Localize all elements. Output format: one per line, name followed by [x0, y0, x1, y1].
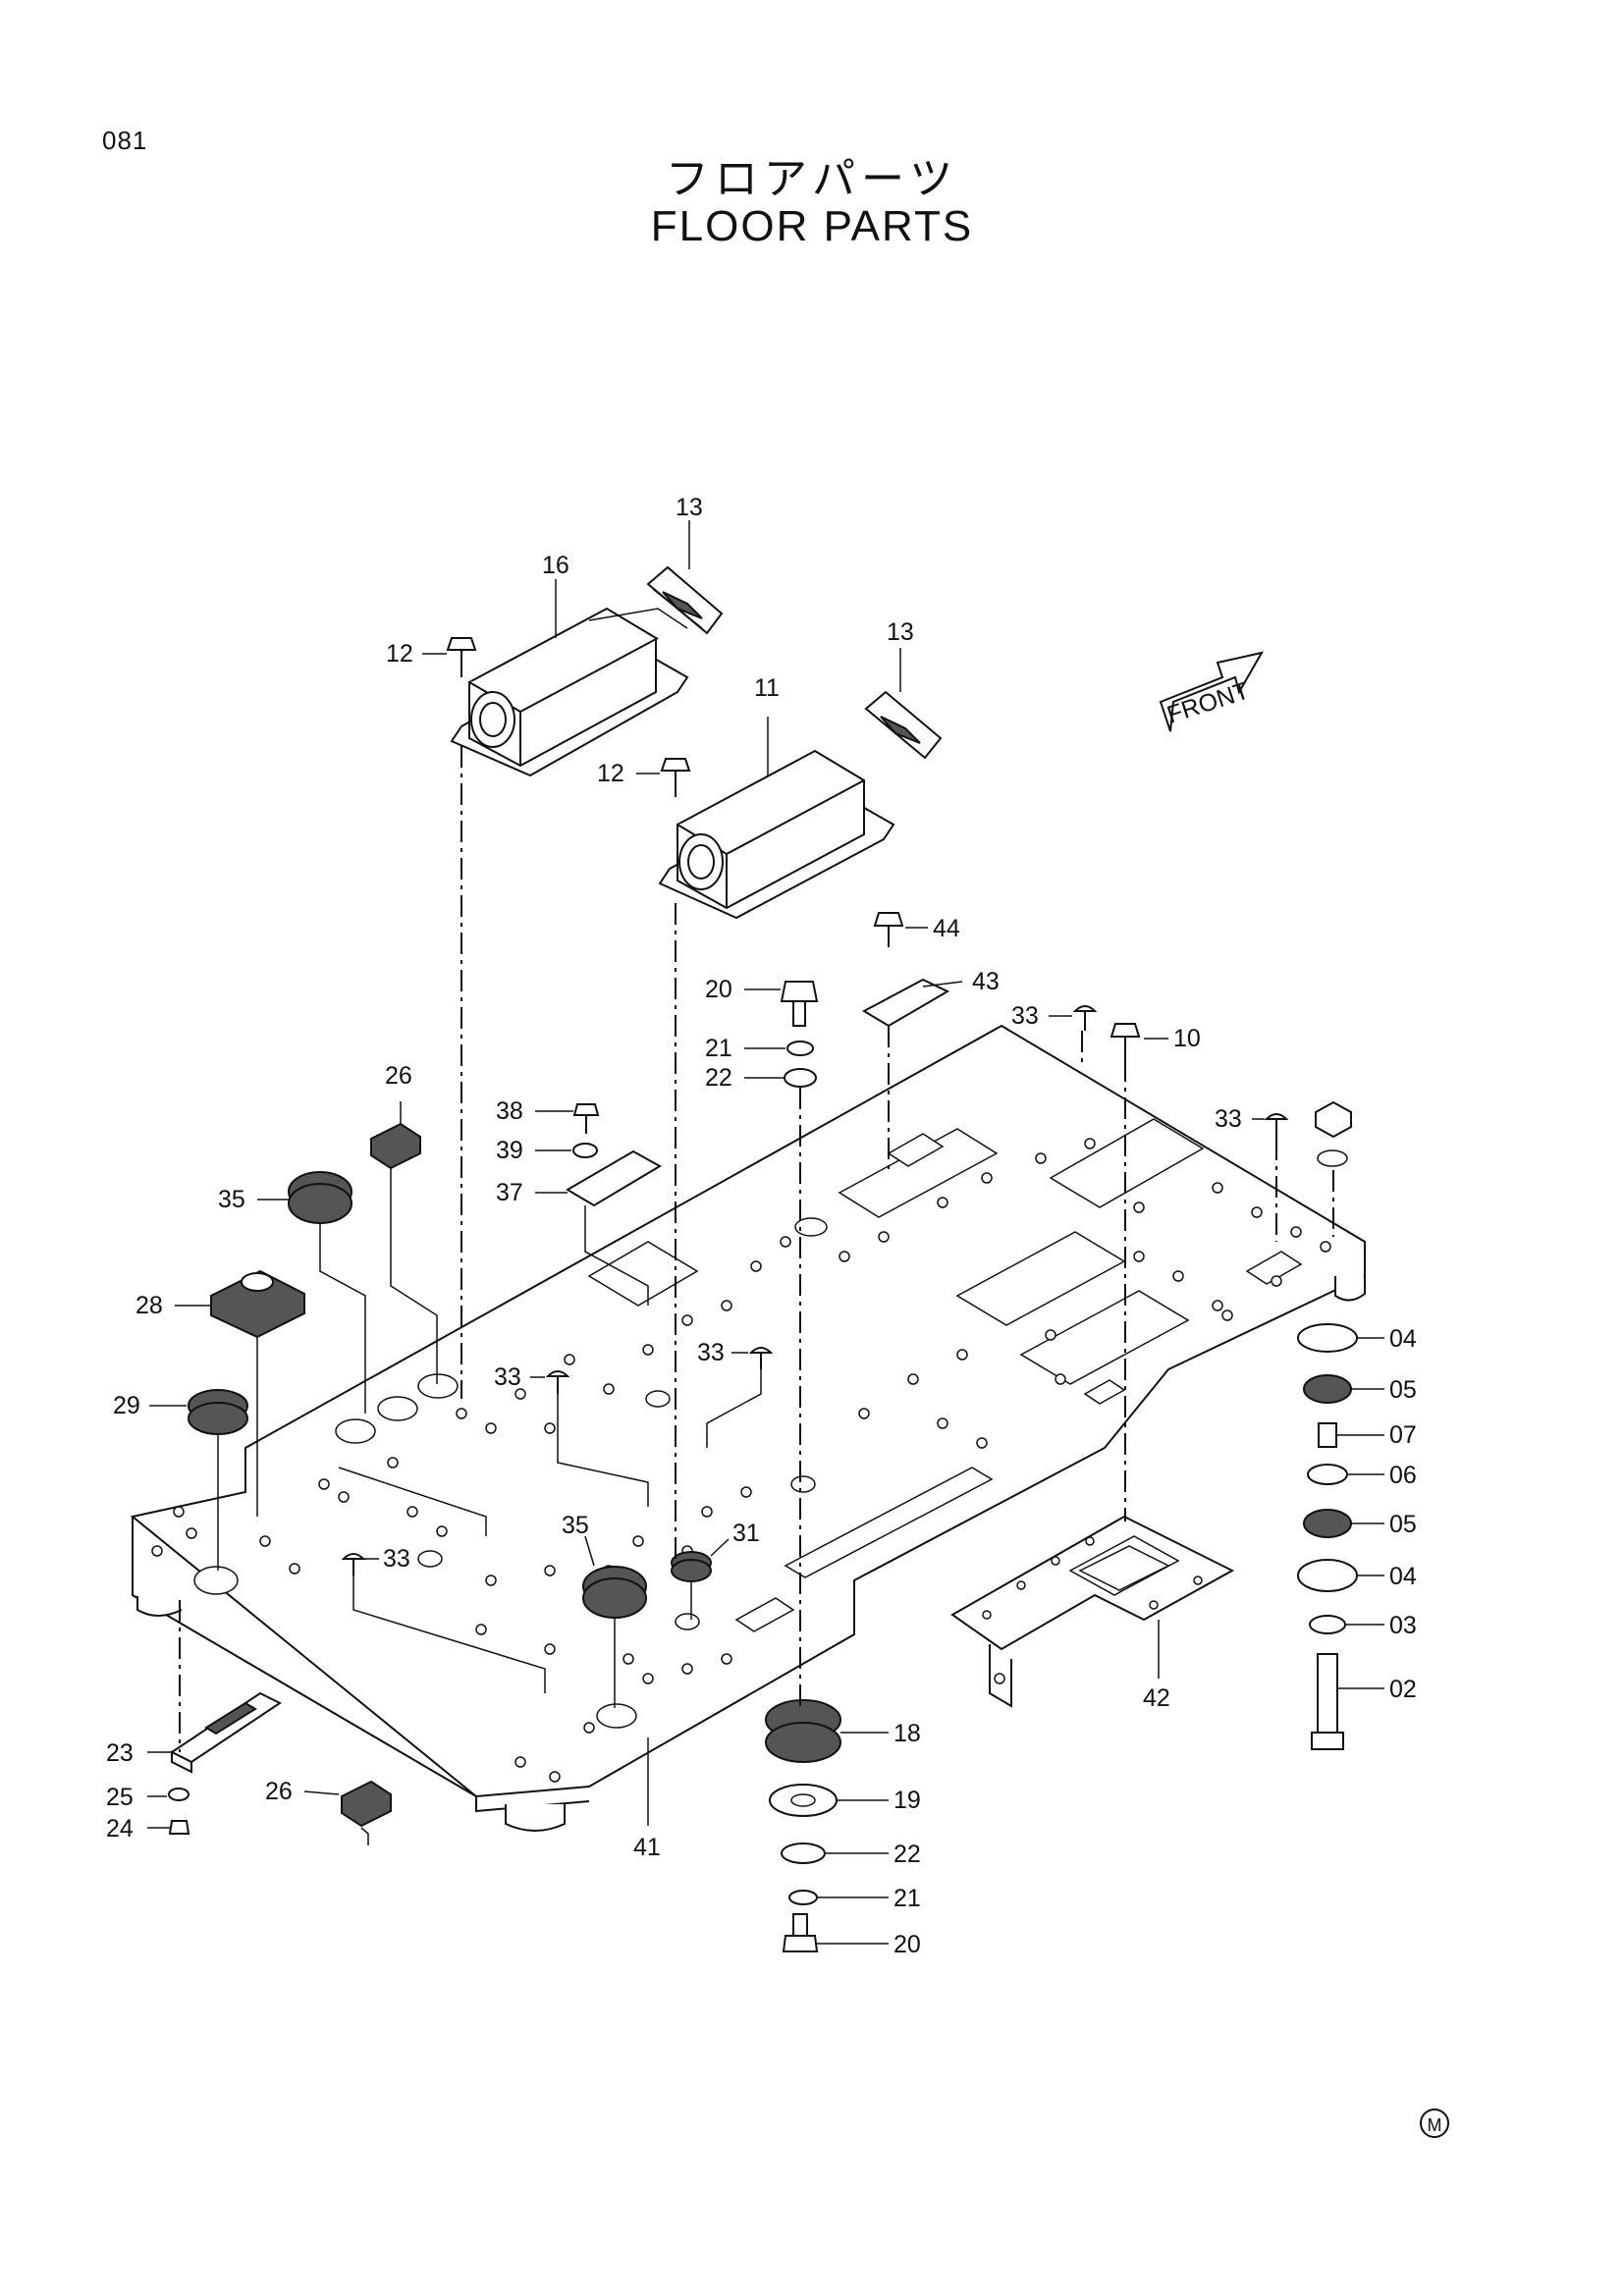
callout: 10 [1173, 1025, 1201, 1052]
callout: 26 [265, 1778, 293, 1805]
floor-plate [130, 1024, 1366, 1832]
callout: 35 [218, 1186, 245, 1213]
front-arrow: FRONT [1159, 651, 1264, 732]
assembly-lines [179, 746, 1334, 1845]
hardware [168, 637, 1358, 1952]
callout: 24 [106, 1815, 134, 1842]
callout: 26 [385, 1062, 412, 1090]
callout: 18 [893, 1720, 921, 1747]
callout: 13 [676, 494, 703, 521]
callout: 13 [887, 618, 914, 646]
callout: 03 [1389, 1612, 1417, 1639]
callouts: 13 16 12 13 11 12 44 43 20 21 22 33 10 3… [106, 494, 1417, 1958]
callout: 39 [496, 1137, 523, 1164]
title-japanese: フロアパーツ [665, 154, 959, 204]
callout: 21 [705, 1035, 732, 1062]
callout: 35 [562, 1512, 589, 1539]
callout: 38 [496, 1097, 523, 1125]
callout: 05 [1389, 1511, 1417, 1538]
bracket-23 [170, 1691, 282, 1774]
callout: 33 [494, 1363, 521, 1391]
callout: 11 [754, 674, 780, 702]
box-16 [450, 607, 689, 777]
cover-13-left [646, 565, 724, 635]
callout: 23 [106, 1739, 134, 1767]
callout: 31 [732, 1520, 760, 1547]
callout: 12 [597, 760, 624, 787]
title-english: FLOOR PARTS [650, 202, 974, 250]
callout: 25 [106, 1784, 134, 1811]
box-11 [658, 749, 895, 920]
callout: 22 [705, 1064, 732, 1092]
cover-13-right [864, 690, 943, 760]
callout: 16 [542, 552, 569, 579]
callout: 22 [893, 1841, 921, 1868]
callout: 33 [383, 1545, 410, 1573]
callout: 20 [705, 976, 732, 1003]
callout: 28 [135, 1292, 163, 1319]
callout: 37 [496, 1179, 523, 1206]
callout: 33 [1215, 1105, 1242, 1133]
leader-lines [147, 520, 1384, 1945]
callout: 02 [1389, 1676, 1417, 1703]
corner-mark: M [1420, 2109, 1449, 2138]
callout: 07 [1389, 1421, 1417, 1449]
callout: 33 [1011, 1002, 1039, 1030]
callout: 05 [1389, 1376, 1417, 1404]
callout: 21 [893, 1885, 921, 1912]
sub-plate [950, 1515, 1235, 1708]
page-number: 081 [102, 126, 148, 155]
callout: 29 [113, 1392, 140, 1419]
callout: 19 [893, 1787, 921, 1814]
callout: 43 [972, 968, 1000, 995]
callout: 33 [697, 1339, 725, 1366]
callout: 06 [1389, 1462, 1417, 1489]
callout: 20 [893, 1931, 921, 1958]
callout: 42 [1143, 1684, 1170, 1712]
callout: 04 [1389, 1563, 1417, 1590]
callout: 12 [386, 640, 413, 667]
callout: 04 [1389, 1325, 1417, 1353]
callout: 41 [633, 1834, 661, 1861]
callout: 44 [933, 915, 960, 942]
